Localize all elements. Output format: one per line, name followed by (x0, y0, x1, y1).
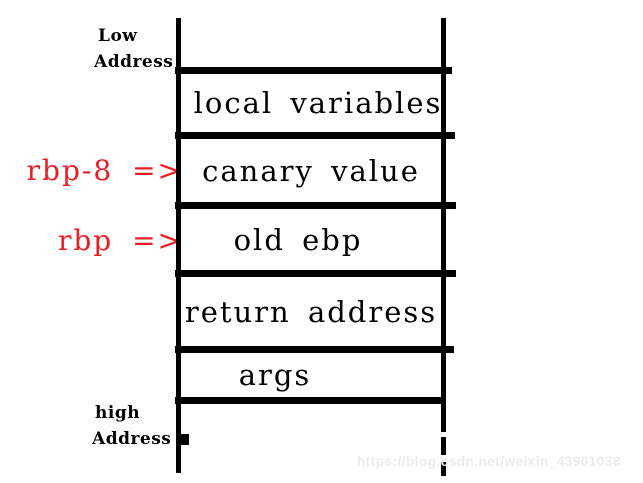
low-address-label: Low Address (94, 23, 173, 75)
stack-cell-args: args (238, 358, 312, 392)
stack-right-rail (441, 18, 446, 432)
rbp-minus-8-pointer-label: rbp-8 => (26, 154, 183, 187)
high-address-label: high Address (92, 400, 171, 452)
low-address-line2: Address (94, 52, 174, 72)
divider-old-ebp-return-address (175, 270, 456, 277)
stack-cell-local-variables: local variables (193, 86, 443, 120)
low-address-line1: Low (98, 26, 138, 46)
stack-cell-canary-value: canary value (202, 153, 420, 188)
stack-right-rail-dash (441, 462, 446, 476)
divider-bottom (175, 397, 444, 404)
divider-top (175, 67, 452, 74)
stack-left-rail (176, 18, 181, 473)
divider-canary-old-ebp (175, 202, 456, 209)
divider-return-address-args (175, 346, 454, 353)
divider-local-variables-canary (175, 132, 455, 139)
left-rail-bump-mark (181, 434, 189, 445)
rbp-pointer-label: rbp => (57, 224, 183, 257)
stack-right-rail-segment (441, 437, 446, 455)
high-address-line2: Address (92, 429, 172, 449)
stack-cell-return-address: return address (184, 294, 438, 329)
high-address-line1: high (95, 403, 141, 423)
stack-cell-old-ebp: old ebp (233, 222, 363, 257)
csdn-watermark: https://blog.csdn.net/weixin_43901038 (357, 454, 621, 469)
